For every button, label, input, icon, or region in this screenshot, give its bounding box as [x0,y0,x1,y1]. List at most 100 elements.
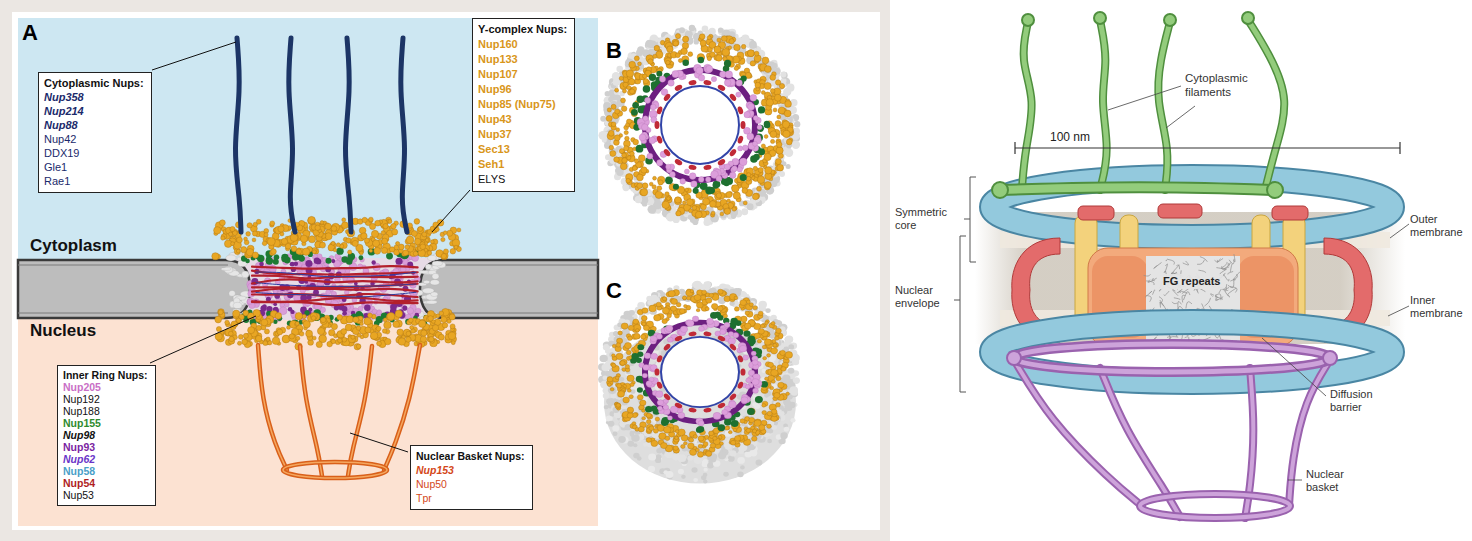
figure-panel [12,12,880,530]
y-complex-blob [237,341,241,345]
y-complex-blob [634,56,639,61]
y-complex-blob [214,227,221,234]
y-complex-blob [425,238,429,242]
y-complex-blob [384,321,392,329]
y-complex-blob [215,316,222,323]
y-complex-blob [385,338,391,344]
basket-strand [348,346,372,476]
y-complex-blob [443,231,447,235]
y-complex-blob [709,201,716,208]
channel-strand [256,292,416,297]
y-complex-blob [333,248,337,252]
y-complex-blob [312,250,316,254]
y-complex-blob [360,322,364,326]
pore-channel [236,258,434,320]
ring-density [692,219,698,225]
ring-density [784,111,791,118]
inner-ring-blob [365,305,371,311]
y-complex-blob [252,252,258,258]
y-complex-blob [681,48,688,55]
y-complex-blob [761,91,765,95]
y-complex-blob [754,51,759,56]
ring-density [786,84,794,92]
membrane-wisp [242,271,250,278]
y-complex-blob [358,316,363,321]
y-complex-blob [624,130,628,134]
y-complex-blob [610,151,616,157]
y-complex-blob [302,248,309,255]
y-complex-blob [733,192,740,199]
y-complex-blob [316,341,322,347]
y-complex-blob [277,329,283,335]
y-complex-blob [722,49,729,56]
y-complex-blob [295,312,302,319]
y-complex-blob [777,115,781,119]
ring-density [792,141,800,149]
linker-blob [325,258,331,264]
y-complex-blob [764,82,771,89]
y-complex-blob [764,66,771,73]
y-complex-blob [724,208,730,214]
y-complex-blob [331,323,337,329]
membrane-wisp [430,280,439,285]
y-complex-blob [721,36,727,42]
y-complex-blob [212,253,219,260]
y-complex-blob [368,313,373,318]
y-complex-blob [231,242,235,246]
y-complex-blob [638,155,645,162]
membrane-wisp [431,292,438,297]
y-complex-blob [753,87,760,94]
y-complex-blob [450,324,455,329]
ring-density [635,196,642,203]
y-complex-blob [381,247,387,253]
linker-blob [346,258,352,264]
y-complex-blob [345,324,352,331]
y-complex-blob [413,251,418,256]
y-complex-blob [776,147,783,154]
y-complex-blob [443,249,448,254]
y-complex-blob [418,320,425,327]
inner-ring-blob [259,262,264,267]
y-complex-blob [331,339,336,344]
y-complex-blob [308,216,315,223]
y-complex-blob [393,321,400,328]
y-complex-blob [622,153,627,158]
y-complex-blob [376,326,381,331]
y-complex-blob [369,223,375,229]
y-complex-blob [398,338,405,345]
y-complex-blob [454,245,458,249]
y-complex-blob [252,238,256,242]
inner-ring-blob [290,262,295,267]
y-complex-blob [442,323,447,328]
ring-density [781,72,787,78]
y-complex-blob [634,159,638,163]
inner-ring-blob [326,290,331,295]
y-complex-blob [785,101,792,108]
y-complex-blob [395,310,402,317]
y-complex-blob [637,174,644,181]
y-complex-blob [331,226,337,232]
y-complex-blob [757,186,762,191]
y-complex-blob [248,327,255,334]
y-complex-blob [642,183,648,189]
y-complex-blob [734,66,738,70]
y-complex-blob [673,41,678,46]
inner-ring-blob [376,310,381,315]
y-complex-blob [352,240,358,246]
y-complex-blob [420,336,426,342]
y-complex-blob [290,234,298,242]
y-complex-blob [441,253,446,258]
membrane-wisp [226,255,236,261]
inner-ring-blob [396,258,403,265]
y-complex-blob [306,330,313,337]
y-complex-blob [420,244,426,250]
y-complex-blob [262,241,267,246]
y-complex-blob [630,151,635,156]
y-complex-blob [675,197,681,203]
y-complex-blob [758,167,763,172]
y-complex-blob [611,104,616,109]
y-complex-blob [405,245,410,250]
membrane-wisp [426,300,437,304]
y-complex-blob [786,139,792,145]
y-complex-blob [256,335,262,341]
